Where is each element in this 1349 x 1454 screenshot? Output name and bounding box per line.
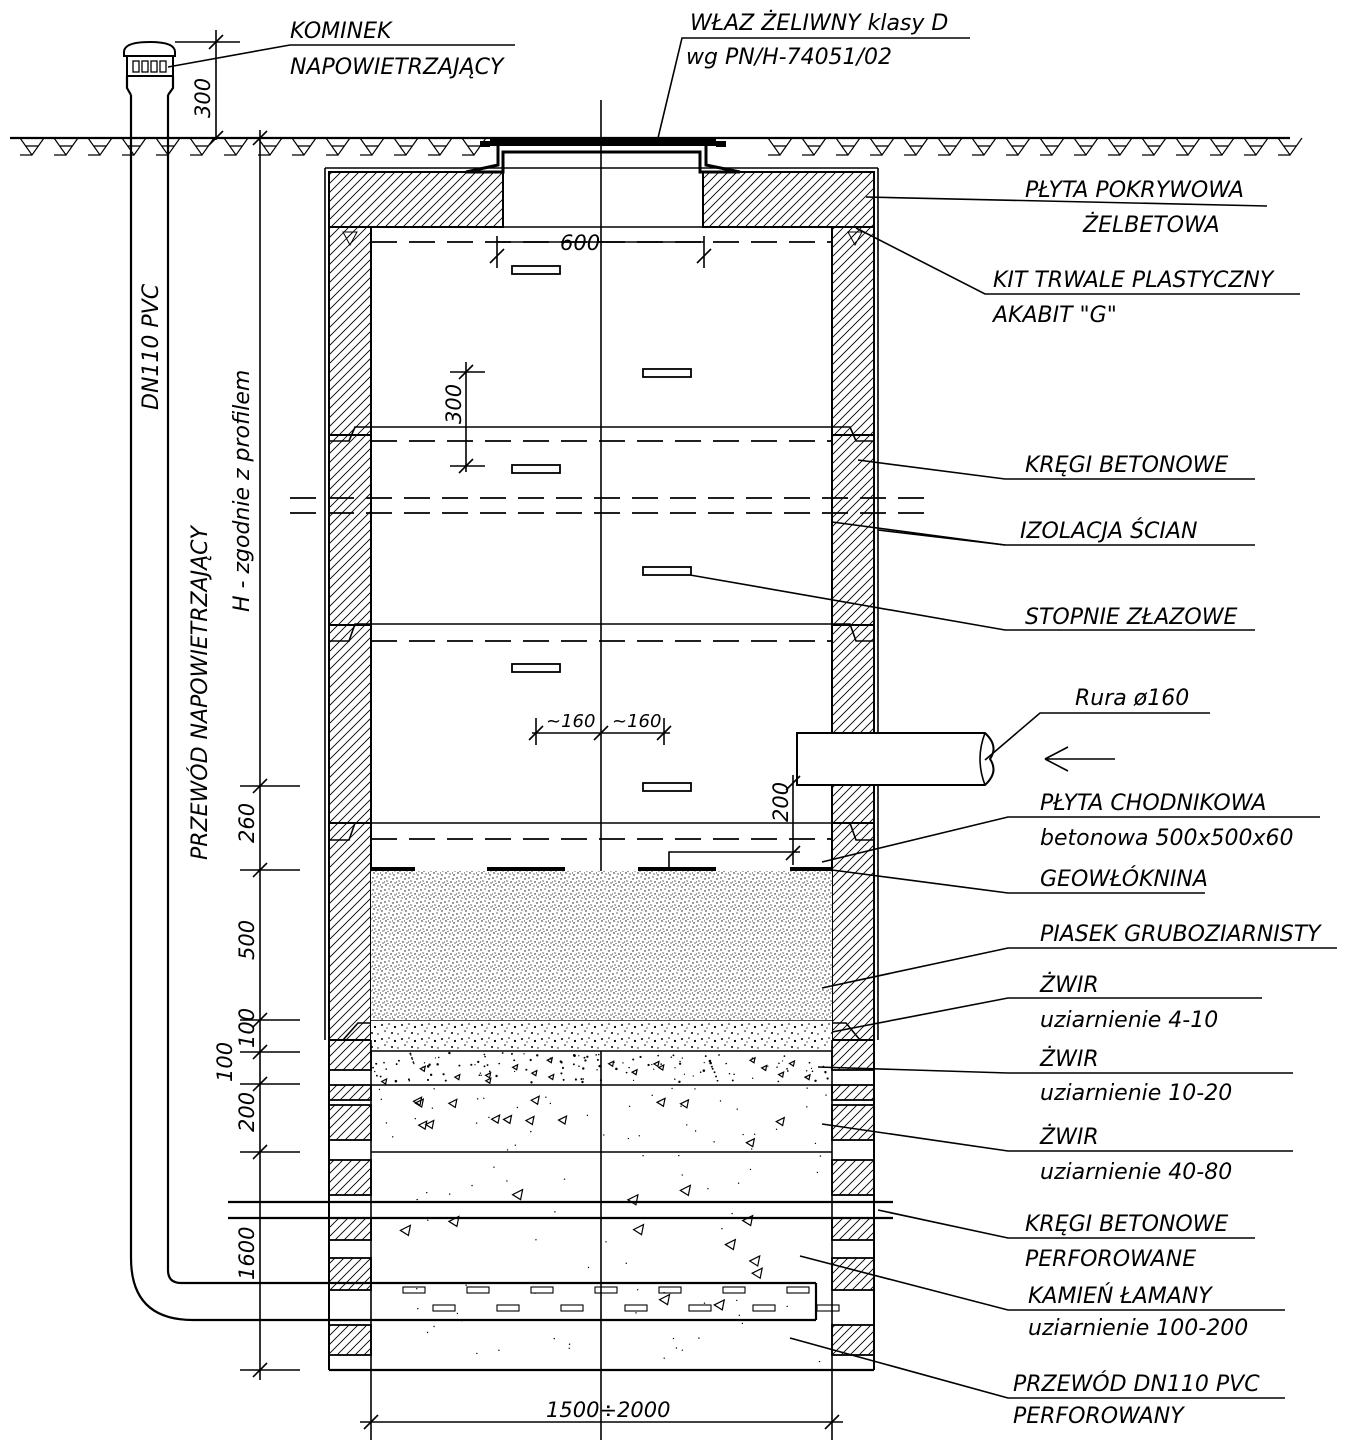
label-zwir3-1: ŻWIR — [1039, 1124, 1099, 1150]
label-kit-2: AKABIT "G" — [991, 303, 1117, 328]
label-plyta-1: PŁYTA POKRYWOWA — [1025, 178, 1244, 203]
dim-200-pipe: 200 — [769, 782, 793, 822]
label-geo: GEOWŁÓKNINA — [1040, 866, 1208, 892]
leader-lines — [167, 37, 1337, 1399]
label-przewod-2: PERFOROWANY — [1013, 1404, 1185, 1429]
label-kamien-1: KAMIEŃ ŁAMANY — [1028, 1283, 1213, 1309]
label-izolacja: IZOLACJA ŚCIAN — [1020, 518, 1197, 544]
flow-direction-arrow — [1044, 746, 1115, 772]
dimension-values: 300 600 300 ~160 ~160 200 260 500 100 10… — [191, 78, 793, 1422]
dim-100-a: 100 — [235, 1008, 259, 1048]
dim-160-left: ~160 — [546, 711, 595, 732]
cover-slab — [328, 171, 875, 228]
label-h-profile: H - zgodnie z profilem — [230, 370, 255, 612]
cast-iron-manhole-cover — [465, 138, 741, 174]
label-kit-1: KIT TRWALE PLASTYCZNY — [993, 268, 1275, 293]
label-plyta-2: ŻELBETOWA — [1082, 212, 1220, 238]
gravel-10-20-layer — [372, 1051, 829, 1085]
label-kamien-2: uziarnienie 100-200 — [1028, 1316, 1248, 1341]
label-zwir3-2: uziarnienie 40-80 — [1040, 1160, 1232, 1185]
label-przewod-1: PRZEWÓD DN110 PVC — [1013, 1371, 1260, 1397]
dim-300-top: 300 — [191, 78, 215, 118]
label-kominek-1: KOMINEK — [290, 19, 393, 44]
dim-300-step: 300 — [442, 384, 466, 424]
label-wlaz-1: WŁAZ ŻELIWNY klasy D — [690, 10, 948, 36]
coarse-sand-layer — [371, 871, 832, 1021]
label-kominek-2: NAPOWIETRZAJĄCY — [290, 55, 505, 80]
dim-diameter: 1500÷2000 — [546, 1398, 670, 1422]
gravel-40-80-layer — [378, 1087, 827, 1151]
label-zwir1-2: uziarnienie 4-10 — [1040, 1008, 1218, 1033]
label-chodnik-1: PŁYTA CHODNIKOWA — [1040, 791, 1266, 816]
dim-1600: 1600 — [235, 1227, 259, 1280]
crushed-stone-layer — [399, 1154, 822, 1363]
label-piasek: PIASEK GRUBOZIARNISTY — [1040, 922, 1322, 947]
dimension-lines — [175, 30, 843, 1430]
concrete-ring-walls — [324, 167, 879, 1041]
paving-slabs — [371, 851, 832, 871]
label-chodnik-2: betonowa 500x500x60 — [1040, 826, 1293, 851]
ladder-steps — [511, 265, 692, 792]
inlet-pipe-160 — [796, 732, 1115, 786]
label-przewod-napow: PRZEWÓD NAPOWIETRZAJĄCY — [187, 524, 213, 860]
label-kregi-perf-1: KRĘGI BETONOWE — [1025, 1212, 1228, 1237]
label-zwir2-1: ŻWIR — [1039, 1046, 1099, 1072]
dashed-reference-lines — [290, 241, 930, 840]
label-zwir1-1: ŻWIR — [1039, 972, 1099, 998]
label-wlaz-2: wg PN/H-74051/02 — [686, 45, 892, 70]
label-kregi-perf-2: PERFOROWANE — [1025, 1247, 1196, 1272]
dim-600: 600 — [560, 231, 600, 255]
label-rura: Rura ø160 — [1075, 686, 1189, 711]
label-kregi: KRĘGI BETONOWE — [1025, 453, 1228, 478]
label-pvc-vertical: DN110 PVC — [139, 283, 164, 410]
annotation-labels: KOMINEK NAPOWIETRZAJĄCY WŁAZ ŻELIWNY kla… — [139, 10, 1322, 1429]
label-zwir2-2: uziarnienie 10-20 — [1040, 1081, 1232, 1106]
dim-160-right: ~160 — [612, 711, 661, 732]
perforated-ring-walls — [328, 1039, 875, 1370]
dim-200: 200 — [235, 1092, 259, 1132]
dim-260: 260 — [235, 803, 259, 843]
dim-500: 500 — [235, 920, 259, 960]
dim-100-b: 100 — [213, 1042, 237, 1082]
gravel-4-10-layer — [371, 1021, 832, 1051]
vent-cap-chimney — [123, 40, 176, 96]
label-stopnie: STOPNIE ZŁAZOWE — [1025, 605, 1237, 630]
ventilation-pipe — [129, 95, 840, 1322]
